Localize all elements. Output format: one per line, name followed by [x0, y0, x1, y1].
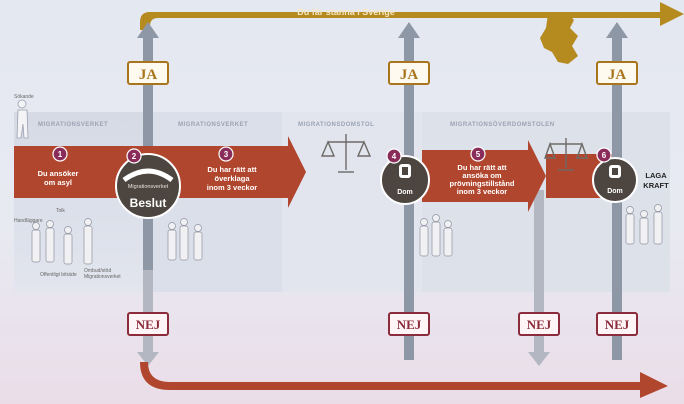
no-arrow-2: [528, 190, 550, 366]
svg-text:NEJ: NEJ: [605, 317, 630, 332]
no-badge-1: NEJ: [127, 312, 169, 336]
yes-badge-3: JA: [596, 61, 638, 85]
applicant-label: Sökande: [14, 94, 34, 100]
svg-text:JA: JA: [608, 67, 627, 83]
yes-badge-2: JA: [388, 61, 430, 85]
step-2-badge: [126, 148, 142, 164]
step-2-text: Beslut: [130, 196, 167, 210]
people-group-icon-3: [419, 214, 453, 257]
svg-text:JA: JA: [139, 67, 158, 83]
step-6-text: Dom: [607, 188, 623, 195]
court-judgment-node-2: [592, 157, 638, 203]
step-5-line-1: Du har rätt att: [457, 163, 507, 172]
label-caseworker: Handläggare: [14, 218, 43, 224]
people-group-icon-1: [31, 218, 93, 265]
step-4-badge: [386, 148, 402, 164]
top-gold-arrow: [140, 2, 684, 30]
step-3-number: 3: [224, 150, 229, 159]
people-group-icon-4: [625, 204, 663, 245]
decision-node: [115, 153, 181, 219]
step-3-badge: [218, 146, 234, 162]
no-badge-3: NEJ: [518, 312, 560, 336]
top-banner: Du får stanna i Sverige: [297, 7, 395, 17]
gavel-lantern-icon-2: [609, 165, 621, 178]
phase-label-2: MIGRATIONSVERKET: [178, 122, 248, 128]
court-judgment-node-1: [380, 155, 430, 205]
step-5-number: 5: [476, 150, 481, 159]
label-counsel: Offentligt biträde: [40, 272, 77, 278]
step-6-number: 6: [602, 151, 607, 160]
step-4-text: Dom: [397, 189, 413, 196]
phase-label-1: MIGRATIONSVERKET: [38, 122, 108, 128]
no-badge-2: NEJ: [388, 312, 430, 336]
step-5-badge: [470, 146, 486, 162]
step-6-badge: [596, 147, 612, 163]
step-4-number: 4: [392, 152, 397, 161]
label-agency: Migrationsverket: [84, 274, 121, 280]
svg-text:NEJ: NEJ: [136, 317, 161, 332]
step-1-line-1: Du ansöker: [38, 169, 79, 178]
step-1-number: 1: [58, 150, 63, 159]
final-label-line-1: LAGA: [645, 171, 667, 180]
scales-of-justice-icon-2: [544, 138, 588, 171]
applicant-figure-icon: [16, 99, 29, 139]
step-5-line-4: inom 3 veckor: [457, 187, 508, 196]
phase-label-3: MIGRATIONSDOMSTOL: [298, 122, 374, 128]
decision-arc: [122, 168, 174, 183]
label-support: Ombud/stöd: [84, 268, 111, 274]
phase-label-4: MIGRATIONSÖVERDOMSTOLEN: [450, 121, 555, 128]
no-badge-4: NEJ: [596, 312, 638, 336]
svg-text:NEJ: NEJ: [527, 317, 552, 332]
gavel-lantern-icon: [399, 164, 411, 178]
scales-of-justice-icon: [320, 134, 372, 173]
step-3-line-3: inom 3 veckor: [207, 183, 258, 192]
svg-text:JA: JA: [400, 67, 419, 83]
svg-text:NEJ: NEJ: [397, 317, 422, 332]
yes-badge-1: JA: [127, 61, 169, 85]
bottom-red-arrow: [140, 362, 668, 398]
sweden-map-icon: [540, 12, 578, 64]
step-1-badge: [52, 146, 68, 162]
step-3-line-2: överklaga: [214, 174, 250, 183]
final-label-line-2: KRAFT: [643, 181, 669, 190]
step-2-number: 2: [132, 152, 137, 161]
step-5-line-3: prövningstillstånd: [449, 179, 514, 188]
step-2-title: Migrationsverket: [128, 184, 169, 190]
label-interpreter: Tolk: [56, 208, 65, 214]
main-arrow-segment-2: [422, 140, 546, 212]
step-1-line-2: om asyl: [44, 178, 72, 187]
step-3-line-1: Du har rätt att: [207, 165, 257, 174]
people-group-icon-2: [167, 218, 203, 261]
step-5-line-2: ansöka om: [462, 171, 502, 180]
